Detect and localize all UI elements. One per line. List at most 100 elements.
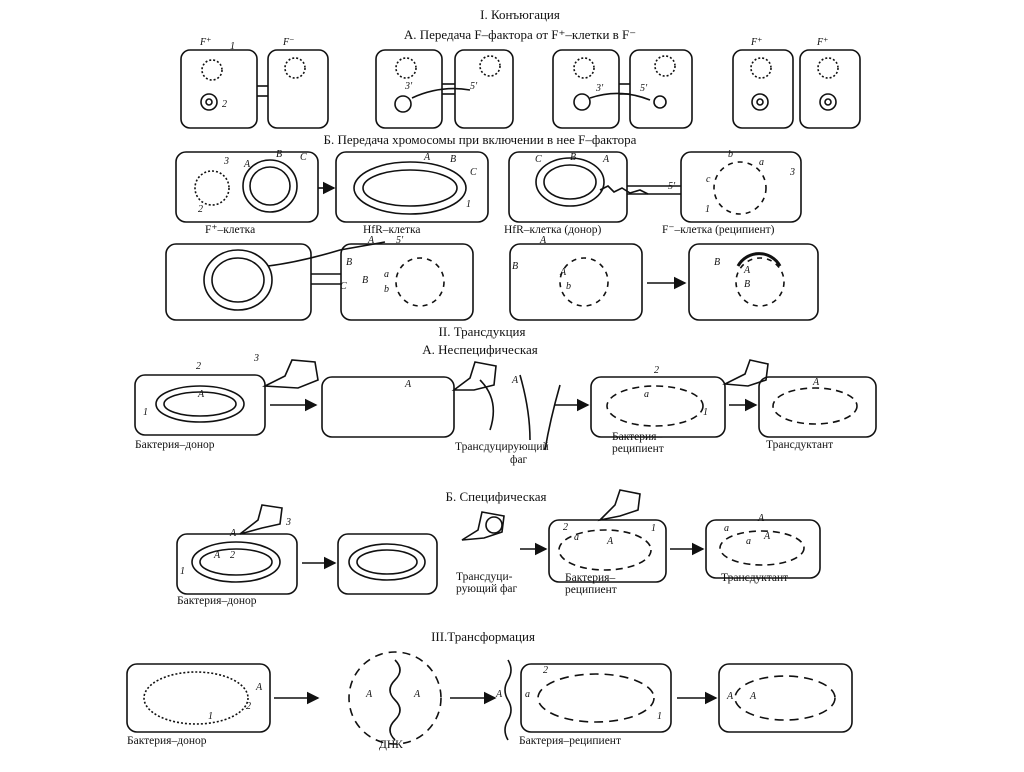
specific-transduction bbox=[176, 489, 821, 595]
mark-5-prime: 5' bbox=[396, 235, 404, 246]
mark-3-prime: 3' bbox=[405, 81, 413, 92]
mark-B: B bbox=[362, 275, 369, 286]
mark-A: A bbox=[198, 389, 205, 400]
mark-C: C bbox=[300, 152, 307, 163]
mark-3: 3 bbox=[224, 156, 229, 167]
mark-1: 1 bbox=[651, 523, 656, 534]
mark-a: a bbox=[644, 389, 649, 400]
mark-A: A bbox=[603, 154, 610, 165]
mark-2: 2 bbox=[246, 701, 251, 712]
heading-transformation: III.Трансформация bbox=[431, 629, 535, 644]
mark-1: 1 bbox=[143, 407, 148, 418]
mark-a: a bbox=[759, 157, 764, 168]
mark-1: 1 bbox=[705, 204, 710, 215]
heading-conjugation: I. Конъюгация bbox=[480, 7, 560, 22]
conjugation-panel-3 bbox=[552, 49, 693, 129]
caption-f-plus-cell: F⁺–клетка bbox=[205, 224, 256, 236]
mark-A: A bbox=[214, 550, 221, 561]
caption-transducing-phage: Трансдуцирующий bbox=[455, 441, 549, 453]
mark-5-prime: 5' bbox=[470, 81, 478, 92]
heading-transduction: II. Трансдукция bbox=[438, 324, 526, 339]
conjugation-panel-4 bbox=[732, 49, 861, 129]
caption-recipient-2: реципиент bbox=[612, 443, 664, 455]
mark-3-prime: 3' bbox=[596, 83, 604, 94]
caption-recipient-1: Бактерия– bbox=[565, 572, 616, 584]
mark-A: A bbox=[414, 689, 421, 700]
mark-A: A bbox=[424, 152, 431, 163]
mark-A: A bbox=[366, 689, 373, 700]
mark-A: A bbox=[368, 235, 375, 246]
mark-1: 1 bbox=[657, 711, 662, 722]
mark-a: a bbox=[384, 269, 389, 280]
mark-5-prime: 5' bbox=[668, 181, 676, 192]
mark-A: A bbox=[230, 528, 237, 539]
mark-1: 1 bbox=[466, 199, 471, 210]
mark-A: A bbox=[256, 682, 263, 693]
mark-1: 1 bbox=[703, 407, 708, 418]
mark-2: 2 bbox=[563, 522, 568, 533]
mark-a: a bbox=[724, 523, 729, 534]
mark-2: 2 bbox=[196, 361, 201, 372]
caption-f-minus-recipient: F⁻–клетка (реципиент) bbox=[662, 224, 775, 236]
mark-A: A bbox=[560, 267, 567, 278]
mark-2: 2 bbox=[654, 365, 659, 376]
caption-dna: ДНК bbox=[379, 739, 403, 751]
mark-A: A bbox=[607, 536, 614, 547]
heading-transfer-f: А. Передача F–фактора от F⁺–клетки в F⁻ bbox=[403, 27, 637, 42]
mark-C: C bbox=[470, 167, 477, 178]
mark-A: A bbox=[813, 377, 820, 388]
mark-1: 1 bbox=[230, 41, 235, 52]
mark-2: 2 bbox=[543, 665, 548, 676]
mark-A: A bbox=[244, 159, 251, 170]
mark-1: 1 bbox=[180, 566, 185, 577]
label-f-plus: F⁺ bbox=[817, 37, 829, 48]
caption-transductant: Трансдуктант bbox=[766, 439, 834, 451]
mark-2: 2 bbox=[230, 550, 235, 561]
mark-A: A bbox=[496, 689, 503, 700]
caption-hfr-cell: HfR–клетка bbox=[363, 224, 421, 236]
chromosome-row-1 bbox=[175, 151, 802, 223]
mark-B: B bbox=[346, 257, 353, 268]
mark-2: 2 bbox=[198, 204, 203, 215]
nonspecific-transduction bbox=[134, 359, 877, 451]
mark-B: B bbox=[276, 149, 283, 160]
caption-transducing-phage-b: рующий фаг bbox=[456, 583, 518, 595]
caption-donor-bacterium: Бактерия–донор bbox=[127, 735, 207, 747]
mark-A: A bbox=[764, 531, 771, 542]
label-f-plus: F⁺ bbox=[751, 37, 763, 48]
caption-phage: фаг bbox=[510, 454, 528, 466]
mark-A: A bbox=[744, 265, 751, 276]
mark-B: B bbox=[512, 261, 519, 272]
caption-transductant: Трансдуктант bbox=[721, 572, 789, 584]
mark-A: A bbox=[540, 235, 547, 246]
caption-recipient-1: Бактерия– bbox=[612, 431, 663, 443]
mark-2: 2 bbox=[222, 99, 227, 110]
label-f-minus: F⁻ bbox=[283, 37, 295, 48]
mark-A: A bbox=[727, 691, 734, 702]
mark-B: B bbox=[570, 152, 577, 163]
mark-A: A bbox=[758, 513, 765, 524]
mark-c: c bbox=[706, 174, 711, 185]
mark-3: 3 bbox=[790, 167, 795, 178]
chromosome-row-2 bbox=[165, 241, 819, 321]
mark-3: 3 bbox=[254, 353, 259, 364]
mark-B: B bbox=[450, 154, 457, 165]
heading-transfer-chromosome: Б. Передача хромосомы при включении в не… bbox=[323, 132, 637, 147]
mark-3: 3 bbox=[286, 517, 291, 528]
mark-5-prime: 5' bbox=[640, 83, 648, 94]
mark-C: C bbox=[535, 154, 542, 165]
mark-A: A bbox=[750, 691, 757, 702]
transformation bbox=[126, 651, 853, 745]
caption-donor-bacterium: Бактерия–донор bbox=[135, 439, 215, 451]
heading-specific: Б. Специфическая bbox=[445, 489, 547, 504]
label-f-plus: F⁺ bbox=[200, 37, 212, 48]
mark-A: A bbox=[405, 379, 412, 390]
caption-transducing-phage-a: Трансдуци- bbox=[456, 571, 513, 583]
heading-nonspecific: А. Неспецифическая bbox=[422, 342, 538, 357]
mark-b: b bbox=[566, 281, 571, 292]
mark-b: b bbox=[728, 149, 733, 160]
mark-a: a bbox=[574, 532, 579, 543]
mark-a: a bbox=[525, 689, 530, 700]
mark-C: C bbox=[340, 281, 347, 292]
